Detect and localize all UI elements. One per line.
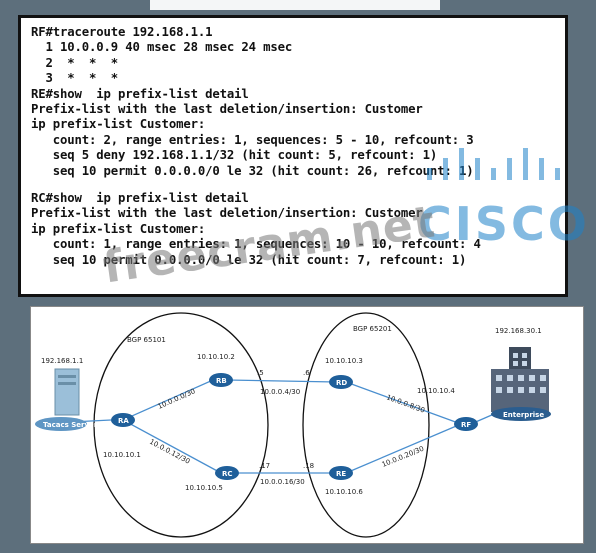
svg-text:RA: RA [118, 417, 129, 425]
ra-loopback-label: 10.10.10.1 [103, 451, 141, 459]
router-rb-icon: RB [209, 373, 233, 387]
cli-line: count: 1, range entries: 1, sequences: 1… [31, 237, 481, 252]
cli-line: ip prefix-list Customer: [31, 117, 206, 132]
rb-loopback-label: 10.10.10.2 [197, 353, 235, 361]
cli-line: 2 * * * [31, 55, 119, 70]
bgp-65201-label: BGP 65201 [353, 325, 392, 333]
router-rc-icon: RC [215, 466, 239, 480]
cli-line: 1 10.0.0.9 40 msec 28 msec 24 msec [31, 40, 293, 55]
link-rd-rf [345, 381, 462, 425]
svg-text:RE: RE [336, 470, 346, 478]
link-ra-rc-subnet: 10.0.0.12/30 [148, 438, 191, 466]
router-rd-icon: RD [329, 375, 353, 389]
cisco-watermark: CISCO [418, 197, 590, 251]
rd-loopback-label: 10.10.10.3 [325, 357, 363, 365]
cli-line: ip prefix-list Customer: [31, 221, 206, 236]
enterprise-building-icon [491, 347, 551, 421]
link-rc-re-subnet: 10.0.0.16/30 [260, 478, 305, 486]
enterprise-label: Enterprise [503, 411, 544, 419]
top-bar [150, 0, 440, 10]
cli-line: RF#traceroute 192.168.1.1 [31, 25, 213, 39]
router-ra-icon: RA [111, 413, 135, 427]
tacacs-ip-label: 192.168.1.1 [41, 357, 83, 365]
rc-interface-label: .17 [259, 462, 270, 470]
rf-loopback-label: 10.10.10.4 [417, 387, 455, 395]
link-rd-rf-subnet: 10.0.0.8/30 [385, 393, 426, 414]
cli-line: Prefix-list with the last deletion/inser… [31, 102, 423, 117]
cli-line: seq 5 deny 192.168.1.1/32 (hit count: 5,… [31, 148, 438, 163]
re-loopback-label: 10.10.10.6 [325, 488, 363, 496]
cli-line: Prefix-list with the last deletion/inser… [31, 206, 423, 221]
svg-text:RB: RB [216, 377, 227, 385]
svg-text:RC: RC [222, 470, 233, 478]
bgp-65101-boundary [93, 312, 269, 538]
tacacs-server-label: Tacacs Server [43, 421, 98, 429]
link-rb-rd-subnet: 10.0.0.4/30 [260, 388, 300, 396]
cli-line: 3 * * * [31, 71, 119, 86]
bgp-65201-boundary [302, 312, 430, 538]
cli-line: RC#show ip prefix-list detail [31, 191, 249, 206]
cli-line: seq 10 permit 0.0.0.0/0 le 32 (hit count… [31, 163, 474, 178]
link-ra-rb [122, 379, 214, 421]
router-re-icon: RE [329, 466, 353, 480]
re-interface-label: .18 [303, 462, 314, 470]
rd-interface-label: .6 [303, 369, 310, 377]
link-ra-rc [122, 419, 222, 474]
cli-output-panel: RF#traceroute 192.168.1.1 1 10.0.0.9 40 … [18, 15, 568, 297]
network-topology-diagram: 192.168.1.1 Tacacs Server RA RB RC RD RE… [30, 306, 584, 544]
cisco-logo-bars-icon [427, 148, 560, 180]
link-ra-rb-subnet: 10.0.0.0/30 [157, 387, 197, 411]
svg-text:RF: RF [461, 421, 471, 429]
svg-text:RD: RD [336, 379, 347, 387]
enterprise-ip-label: 192.168.30.1 [495, 327, 542, 335]
bgp-65101-label: BGP 65101 [127, 336, 166, 344]
cli-line: RE#show ip prefix-list detail [31, 86, 249, 101]
router-rf-icon: RF [454, 417, 478, 431]
rc-loopback-label: 10.10.10.5 [185, 484, 223, 492]
server-icon [35, 368, 87, 431]
link-re-rf [345, 423, 462, 474]
link-rb-rd [226, 379, 337, 383]
rb-interface-label: .5 [257, 369, 264, 377]
cli-line: count: 2, range entries: 1, sequences: 5… [31, 132, 474, 147]
cli-line: seq 10 permit 0.0.0.0/0 le 32 (hit count… [31, 252, 467, 267]
